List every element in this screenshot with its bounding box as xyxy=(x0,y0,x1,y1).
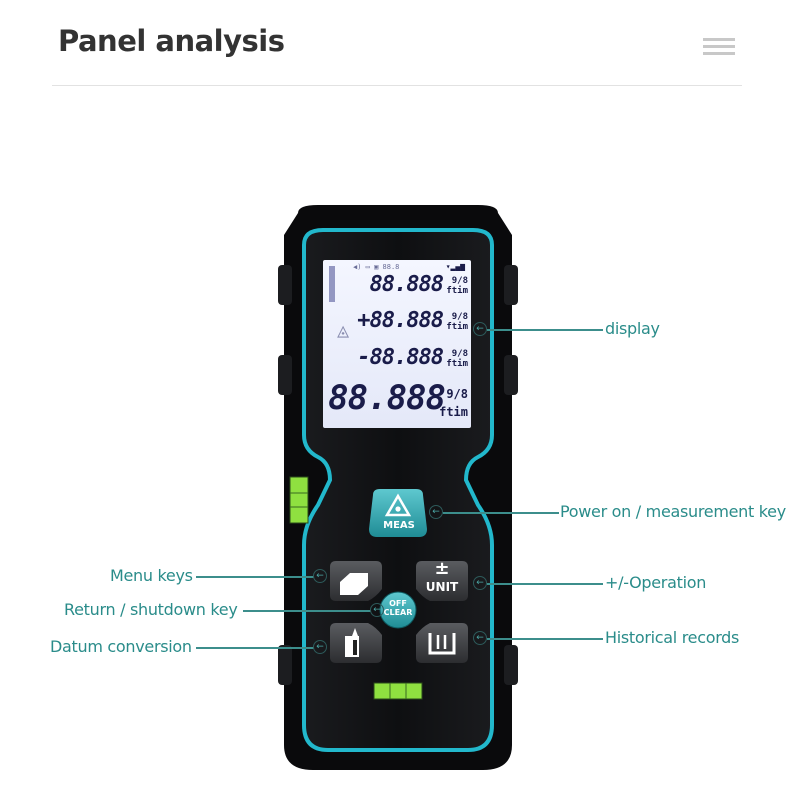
callout-plus-minus-operation: +/-Operation xyxy=(605,573,707,592)
callout-menu-keys: Menu keys xyxy=(110,566,193,585)
callout-power-measurement: Power on / measurement key xyxy=(560,502,786,521)
unit-fraction-2: 9/8 xyxy=(451,312,468,322)
lcd-row-3: -88.888 xyxy=(357,345,444,370)
menu-key[interactable] xyxy=(330,561,382,601)
unit-fraction-3: 9/8 xyxy=(451,349,468,359)
callout-arrow-icon: ← xyxy=(313,569,327,583)
callout-line-display xyxy=(487,329,603,331)
callout-line-power xyxy=(443,512,559,514)
lcd-row-1: 88.888 xyxy=(369,272,444,297)
hamburger-menu-icon[interactable] xyxy=(703,38,735,56)
plus-minus-icon: ± xyxy=(434,558,450,579)
status-bar: ◀) ▭ ▣ 88.8 xyxy=(353,263,400,271)
unit-ftm-1: ftim xyxy=(446,286,468,296)
callout-arrow-icon: ← xyxy=(473,322,487,336)
page-title: Panel analysis xyxy=(58,24,285,58)
unit-button[interactable]: UNIT xyxy=(425,580,459,594)
lcd-main-reading: 88.888 xyxy=(328,378,446,418)
measurement-mode-icon: ◬ xyxy=(337,318,350,342)
callout-arrow-icon: ← xyxy=(429,505,443,519)
callout-line-menu-keys xyxy=(196,576,314,578)
callout-historical-records: Historical records xyxy=(605,628,740,647)
status-bar-value: 88.8 xyxy=(382,263,400,271)
laser-position-indicator xyxy=(329,266,335,302)
callout-arrow-icon: ← xyxy=(370,603,384,617)
callout-return-shutdown: Return / shutdown key xyxy=(64,600,238,619)
off-label: OFF xyxy=(389,599,407,608)
callout-arrow-icon: ← xyxy=(313,640,327,654)
lcd-display: ◀) ▭ ▣ 88.8 ▾▂▄▆ ◬ 88.888 9/8 ftim +88.8… xyxy=(323,260,471,428)
lcd-row-2: +88.888 xyxy=(357,308,444,333)
callout-line-datum xyxy=(196,647,314,649)
unit-ftm-2: ftim xyxy=(446,322,468,332)
unit-fraction-1: 9/8 xyxy=(451,276,468,286)
callout-arrow-icon: ← xyxy=(473,631,487,645)
clear-label: CLEAR xyxy=(383,608,413,617)
meas-button[interactable]: MEAS xyxy=(383,520,415,531)
unit-ftm-3: ftim xyxy=(446,359,468,369)
callout-datum-conversion: Datum conversion xyxy=(50,637,192,656)
off-clear-button[interactable]: OFF CLEAR xyxy=(380,599,416,617)
history-key[interactable] xyxy=(416,623,468,663)
callout-display: display xyxy=(605,319,660,338)
signal-icon: ▾▂▄▆ xyxy=(445,262,465,271)
unit-ftm-main: ftim xyxy=(439,405,468,419)
header-divider xyxy=(52,85,742,86)
unit-fraction-main: 9/8 xyxy=(446,387,468,401)
callout-line-history xyxy=(487,638,603,640)
callout-line-return xyxy=(243,610,371,612)
callout-line-operation xyxy=(487,583,603,585)
datum-conversion-key[interactable] xyxy=(330,623,382,663)
callout-arrow-icon: ← xyxy=(473,576,487,590)
